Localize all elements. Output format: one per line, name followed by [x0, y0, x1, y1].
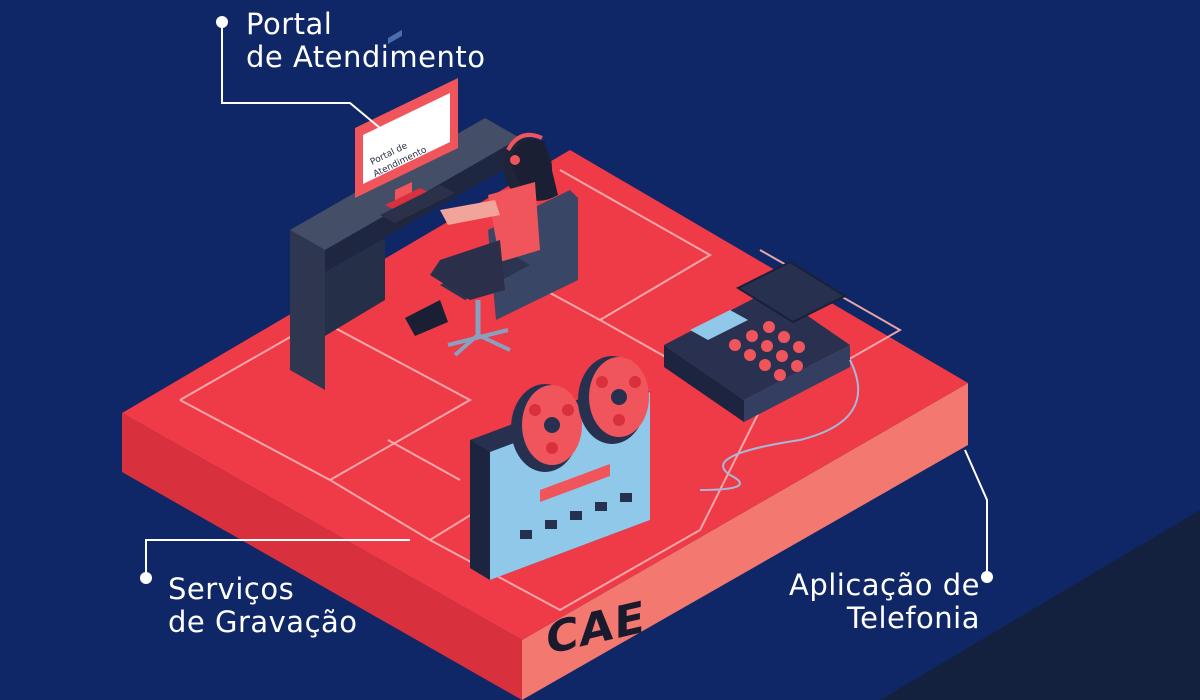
label-servicos-de-gravacao: Serviços de Gravação: [168, 573, 358, 639]
callout-line-gravacao: [145, 539, 410, 578]
callout-line-portal: [221, 22, 381, 129]
corner-shape: [880, 510, 1200, 700]
label-portal-de-atendimento: Portal de Atendimento: [246, 8, 485, 74]
callout-dot-gravacao: [140, 572, 152, 584]
label-aplicacao-de-telefonia: Aplicação de Telefonia: [760, 569, 980, 635]
callout-line-telefonia: [964, 449, 988, 577]
desk-phone-icon: [664, 260, 860, 491]
label-line: Serviços: [168, 572, 295, 606]
label-line: Portal: [246, 7, 333, 41]
platform-left-face: [122, 413, 522, 700]
agent-with-headset-icon: [405, 133, 558, 336]
label-line: de Gravação: [168, 605, 358, 639]
circuit-line: [387, 439, 461, 481]
label-line: Aplicação de: [788, 568, 980, 602]
computer-monitor-icon: Portal de Atendimento: [355, 78, 458, 223]
callout-dot-portal: [216, 16, 228, 28]
reel-to-reel-recorder-icon: [470, 356, 650, 580]
callout-dot-telefonia: [981, 571, 993, 583]
label-line: de Atendimento: [246, 40, 486, 74]
label-line: Telefonia: [846, 601, 980, 635]
platform-right-face: [522, 383, 968, 700]
circuit-line: [179, 318, 473, 482]
